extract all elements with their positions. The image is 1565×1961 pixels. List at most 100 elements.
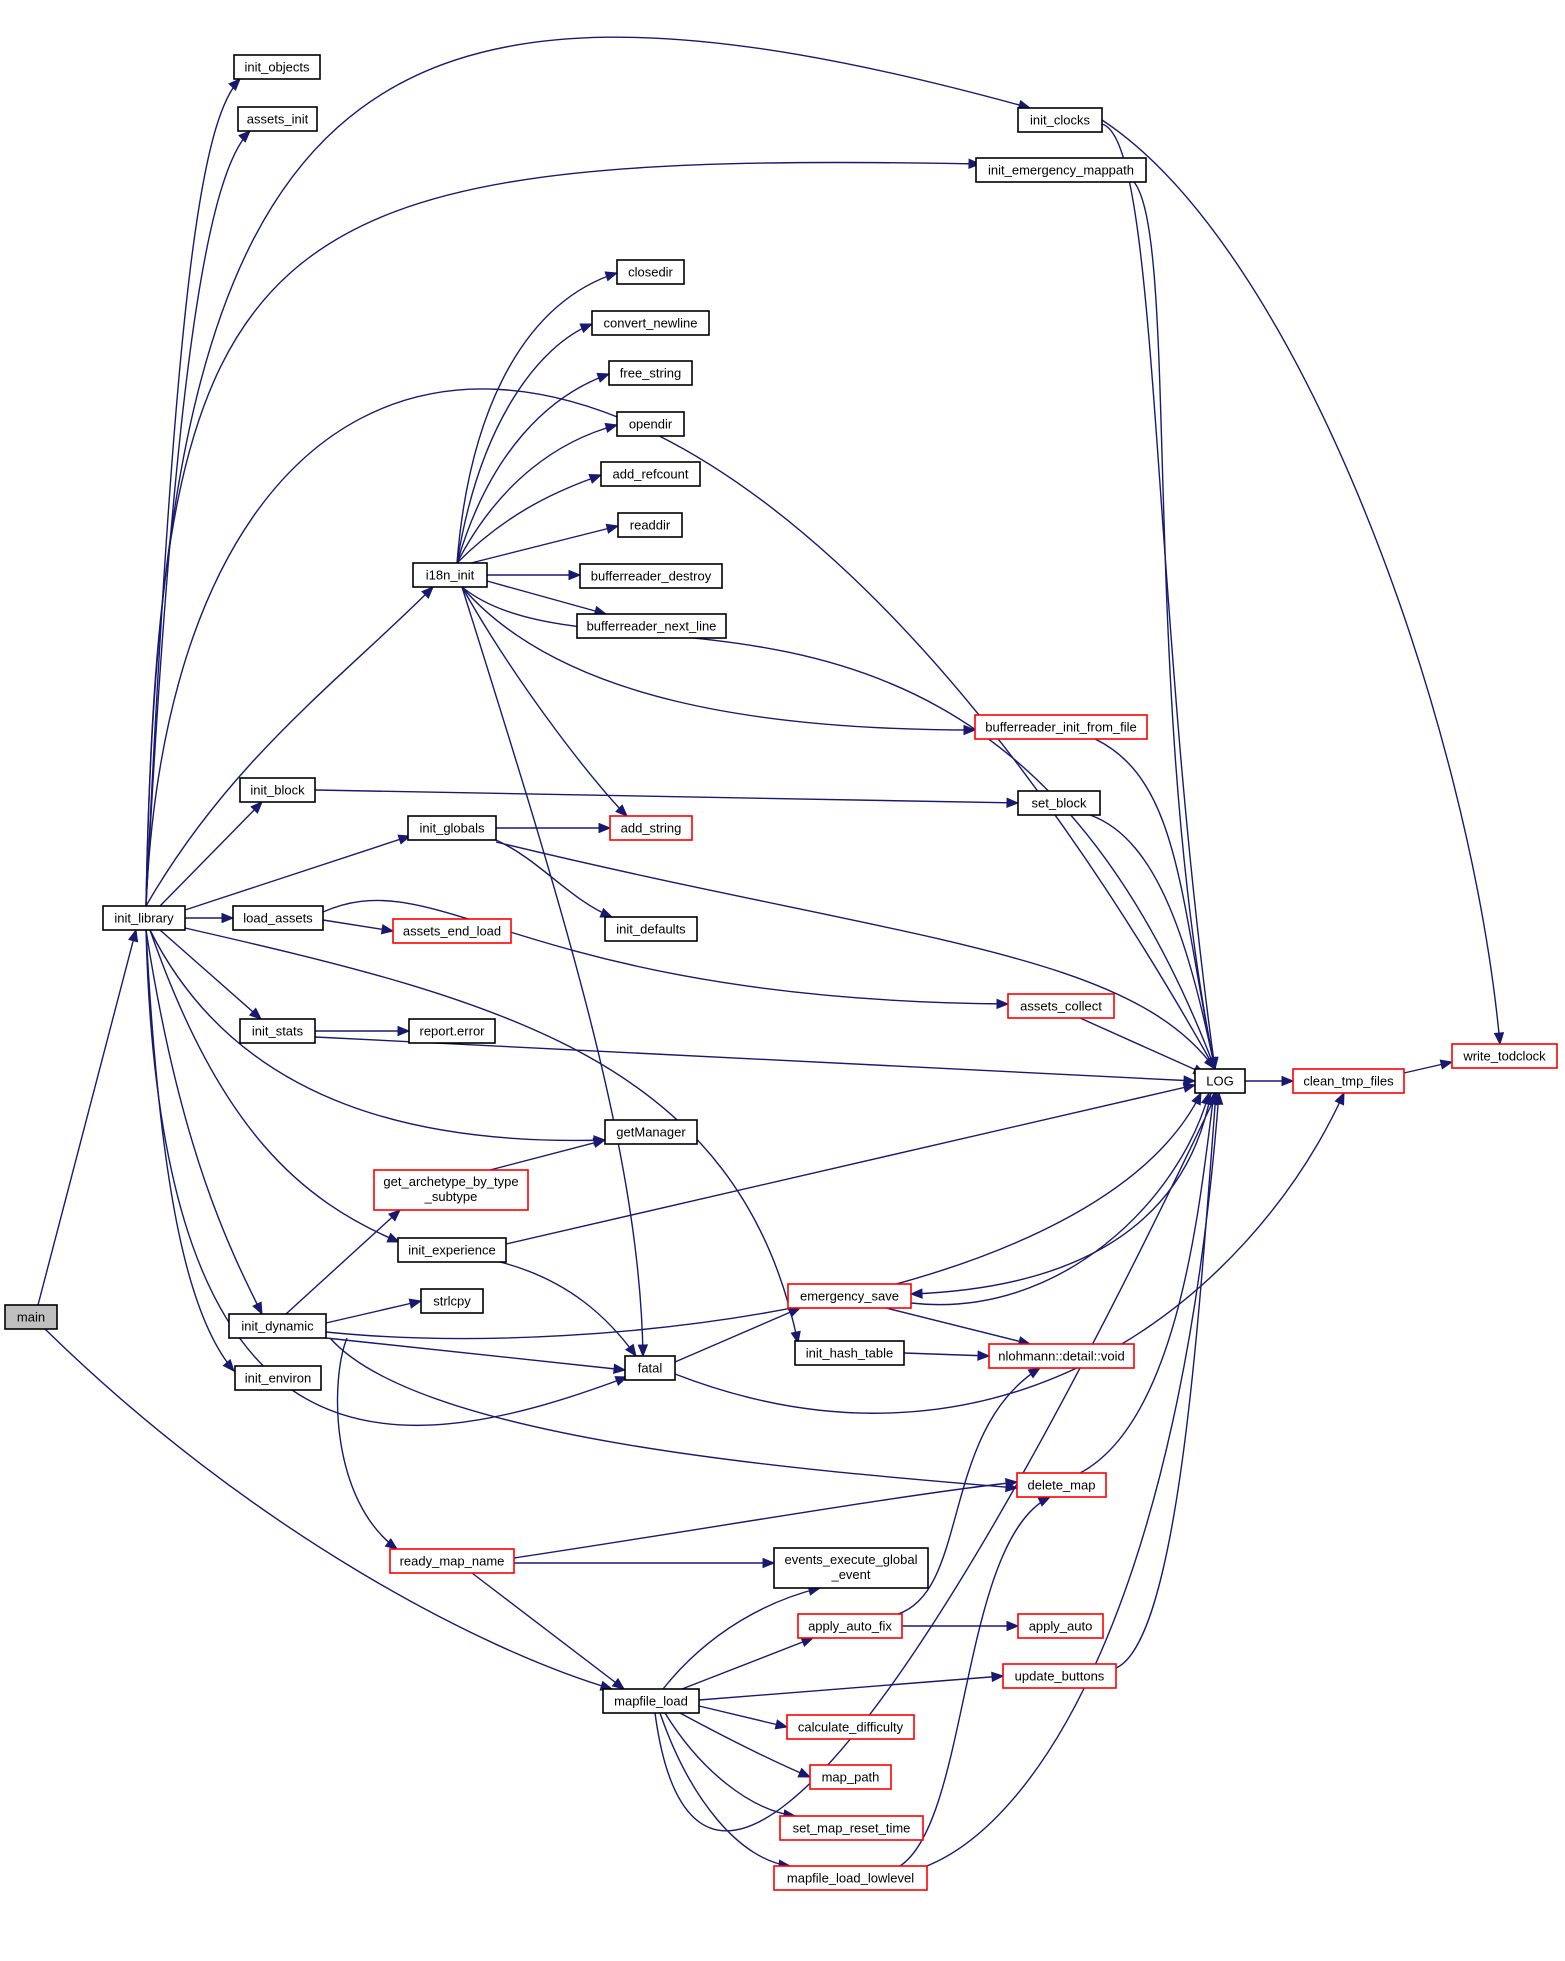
node-box[interactable]: [608, 360, 693, 386]
node-box[interactable]: [617, 512, 683, 538]
node-get-archetype-by-type-subtype[interactable]: get_archetype_by_type_subtype: [373, 1169, 529, 1211]
node-mapfile-load[interactable]: mapfile_load: [602, 1688, 700, 1714]
node-calculate-difficulty[interactable]: calculate_difficulty: [786, 1714, 915, 1740]
node-box[interactable]: [232, 905, 324, 931]
node-box[interactable]: [1451, 1043, 1558, 1069]
node-init-globals[interactable]: init_globals: [407, 815, 497, 841]
node-clean-tmp-files[interactable]: clean_tmp_files: [1292, 1068, 1405, 1094]
node-add-refcount[interactable]: add_refcount: [600, 461, 701, 487]
node-bufferreader-destroy[interactable]: bufferreader_destroy: [579, 563, 723, 589]
node-box[interactable]: [234, 1365, 322, 1391]
node-free-string[interactable]: free_string: [608, 360, 693, 386]
node-box[interactable]: [1007, 993, 1115, 1019]
node-box[interactable]: [1292, 1068, 1405, 1094]
node-box[interactable]: [609, 815, 693, 841]
node-bufferreader-init-from-file[interactable]: bufferreader_init_from_file: [974, 714, 1148, 740]
node-init-objects[interactable]: init_objects: [233, 54, 321, 80]
node-box[interactable]: [604, 916, 698, 942]
node-box[interactable]: [389, 1548, 515, 1574]
node-box[interactable]: [616, 259, 685, 285]
node-mapfile-load-lowlevel[interactable]: mapfile_load_lowlevel: [773, 1865, 928, 1891]
node-box[interactable]: [988, 1343, 1135, 1369]
node-init-clocks[interactable]: init_clocks: [1017, 107, 1103, 133]
node-init-environ[interactable]: init_environ: [234, 1365, 322, 1391]
node-box[interactable]: [787, 1283, 912, 1309]
node-fatal[interactable]: fatal: [624, 1355, 676, 1381]
node-map-path[interactable]: map_path: [809, 1764, 892, 1790]
node-box[interactable]: [809, 1764, 892, 1790]
node-nlohmann-detail-void[interactable]: nlohmann::detail::void: [988, 1343, 1135, 1369]
node-init-stats[interactable]: init_stats: [239, 1018, 316, 1044]
node-box[interactable]: [239, 1018, 316, 1044]
node-write-todclock[interactable]: write_todclock: [1451, 1043, 1558, 1069]
node-box[interactable]: [604, 1119, 698, 1145]
node-box[interactable]: [579, 563, 723, 589]
node-box[interactable]: [1017, 1613, 1104, 1639]
node-events-execute-global-event[interactable]: events_execute_global_event: [773, 1547, 929, 1589]
node-report-error[interactable]: report.error: [408, 1018, 496, 1044]
node-box[interactable]: [407, 815, 497, 841]
node-box[interactable]: [408, 1018, 496, 1044]
node-emergency-save[interactable]: emergency_save: [787, 1283, 912, 1309]
node-strlcpy[interactable]: strlcpy: [420, 1288, 484, 1314]
node-init-dynamic[interactable]: init_dynamic: [228, 1313, 327, 1339]
node-box[interactable]: [239, 777, 316, 803]
node-i18n-init[interactable]: i18n_init: [412, 562, 488, 588]
node-box[interactable]: [779, 1815, 924, 1841]
node-box[interactable]: [392, 918, 512, 944]
node-assets-init[interactable]: assets_init: [237, 106, 318, 132]
node-readdir[interactable]: readdir: [617, 512, 683, 538]
node-box[interactable]: [102, 905, 186, 931]
node-box[interactable]: [602, 1688, 700, 1714]
node-assets-end-load[interactable]: assets_end_load: [392, 918, 512, 944]
node-init-experience[interactable]: init_experience: [397, 1237, 507, 1263]
node-init-defaults[interactable]: init_defaults: [604, 916, 698, 942]
node-add-string[interactable]: add_string: [609, 815, 693, 841]
node-LOG[interactable]: LOG: [1194, 1068, 1246, 1094]
node-box[interactable]: [624, 1355, 676, 1381]
node-box[interactable]: [786, 1714, 915, 1740]
node-box[interactable]: [773, 1547, 929, 1589]
node-main[interactable]: main: [4, 1304, 58, 1330]
node-init-library[interactable]: init_library: [102, 905, 186, 931]
node-opendir[interactable]: opendir: [616, 411, 685, 437]
node-box[interactable]: [412, 562, 488, 588]
node-delete-map[interactable]: delete_map: [1016, 1472, 1107, 1498]
node-box[interactable]: [228, 1313, 327, 1339]
node-box[interactable]: [373, 1169, 529, 1211]
node-update-buttons[interactable]: update_buttons: [1002, 1663, 1117, 1689]
node-box[interactable]: [975, 157, 1147, 183]
node-box[interactable]: [233, 54, 321, 80]
node-assets-collect[interactable]: assets_collect: [1007, 993, 1115, 1019]
node-convert-newline[interactable]: convert_newline: [591, 310, 710, 336]
node-box[interactable]: [1194, 1068, 1246, 1094]
node-set-block[interactable]: set_block: [1017, 790, 1101, 816]
node-apply-auto-fix[interactable]: apply_auto_fix: [797, 1613, 903, 1639]
node-box[interactable]: [773, 1865, 928, 1891]
node-init-hash-table[interactable]: init_hash_table: [794, 1340, 905, 1366]
node-load-assets[interactable]: load_assets: [232, 905, 324, 931]
node-box[interactable]: [600, 461, 701, 487]
node-box[interactable]: [420, 1288, 484, 1314]
node-box[interactable]: [1002, 1663, 1117, 1689]
node-box[interactable]: [974, 714, 1148, 740]
node-set-map-reset-time[interactable]: set_map_reset_time: [779, 1815, 924, 1841]
node-box[interactable]: [1016, 1472, 1107, 1498]
node-box[interactable]: [797, 1613, 903, 1639]
node-box[interactable]: [616, 411, 685, 437]
node-init-block[interactable]: init_block: [239, 777, 316, 803]
node-box[interactable]: [1017, 107, 1103, 133]
node-box[interactable]: [1017, 790, 1101, 816]
node-getManager[interactable]: getManager: [604, 1119, 698, 1145]
node-box[interactable]: [576, 613, 727, 639]
node-ready-map-name[interactable]: ready_map_name: [389, 1548, 515, 1574]
node-box[interactable]: [4, 1304, 58, 1330]
node-closedir[interactable]: closedir: [616, 259, 685, 285]
node-init-emergency-mappath[interactable]: init_emergency_mappath: [975, 157, 1147, 183]
node-box[interactable]: [397, 1237, 507, 1263]
node-box[interactable]: [591, 310, 710, 336]
node-box[interactable]: [794, 1340, 905, 1366]
node-box[interactable]: [237, 106, 318, 132]
node-bufferreader-next-line[interactable]: bufferreader_next_line: [576, 613, 727, 639]
node-apply-auto[interactable]: apply_auto: [1017, 1613, 1104, 1639]
